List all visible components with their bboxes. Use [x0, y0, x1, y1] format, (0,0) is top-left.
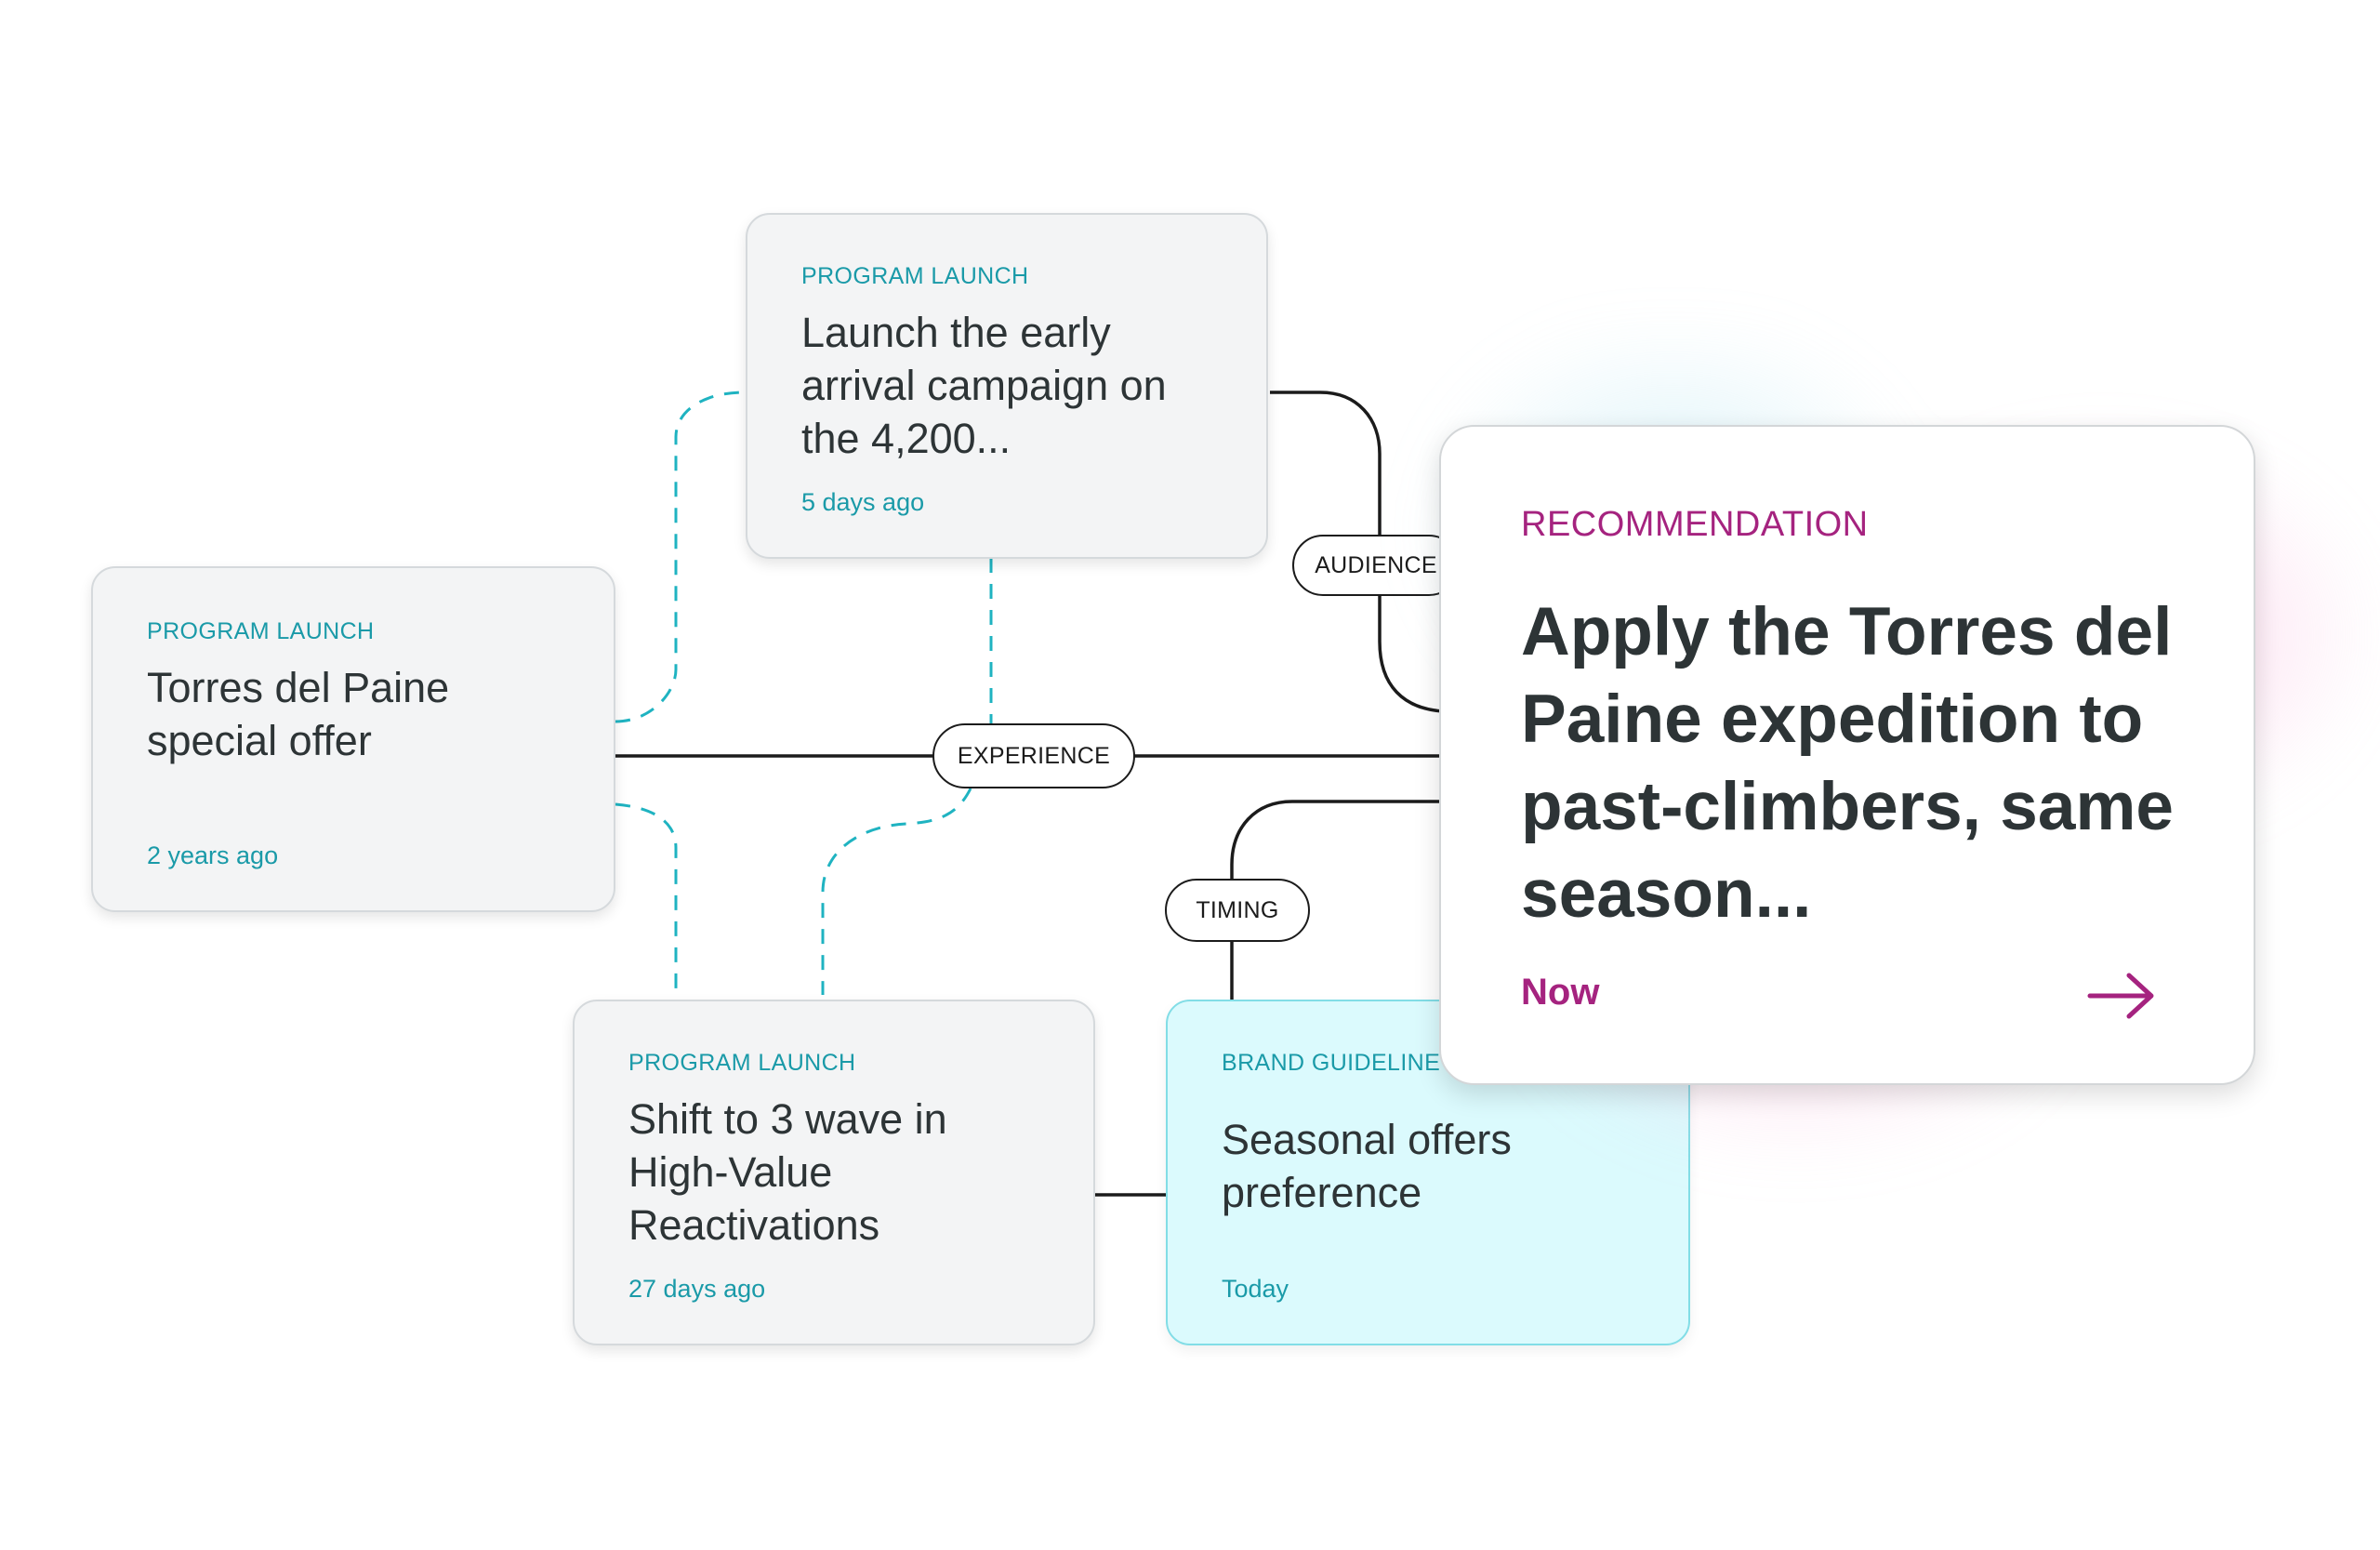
recommendation-timestamp: Now — [1521, 972, 1600, 1013]
card-shift-3-wave[interactable]: PROGRAM LAUNCH Shift to 3 wave in High-V… — [573, 1000, 1095, 1345]
arrow-right-icon[interactable] — [2086, 968, 2157, 1024]
card-category: PROGRAM LAUNCH — [147, 618, 375, 644]
dashed-link-experience-shift — [821, 788, 972, 995]
edge-label-experience: EXPERIENCE — [932, 723, 1135, 788]
card-timestamp: 2 years ago — [147, 841, 279, 869]
recommendation-title: Apply the Torres del Paine expedition to… — [1521, 594, 2174, 932]
card-title: Torres del Paine special offer — [147, 664, 450, 764]
recommendation-category: RECOMMENDATION — [1521, 505, 1869, 544]
card-category: PROGRAM LAUNCH — [801, 263, 1029, 289]
link-recommendation-brand — [1230, 800, 1439, 1001]
card-timestamp: 27 days ago — [628, 1275, 766, 1303]
edge-label-timing: TIMING — [1165, 879, 1310, 942]
card-title: Launch the early arrival campaign on the… — [801, 309, 1167, 462]
card-timestamp: 5 days ago — [801, 488, 925, 516]
dashed-link-offer-shift — [615, 802, 678, 995]
card-special-offer[interactable]: PROGRAM LAUNCH Torres del Paine special … — [91, 566, 615, 912]
card-title: Shift to 3 wave in High-Value Reactivati… — [628, 1095, 947, 1249]
card-timestamp: Today — [1222, 1275, 1289, 1303]
recommendation-card[interactable]: RECOMMENDATION Apply the Torres del Pain… — [1439, 425, 2255, 1085]
card-category: PROGRAM LAUNCH — [628, 1050, 856, 1076]
card-early-arrival[interactable]: PROGRAM LAUNCH Launch the early arrival … — [746, 213, 1268, 559]
dashed-link-offer-early — [615, 391, 745, 723]
